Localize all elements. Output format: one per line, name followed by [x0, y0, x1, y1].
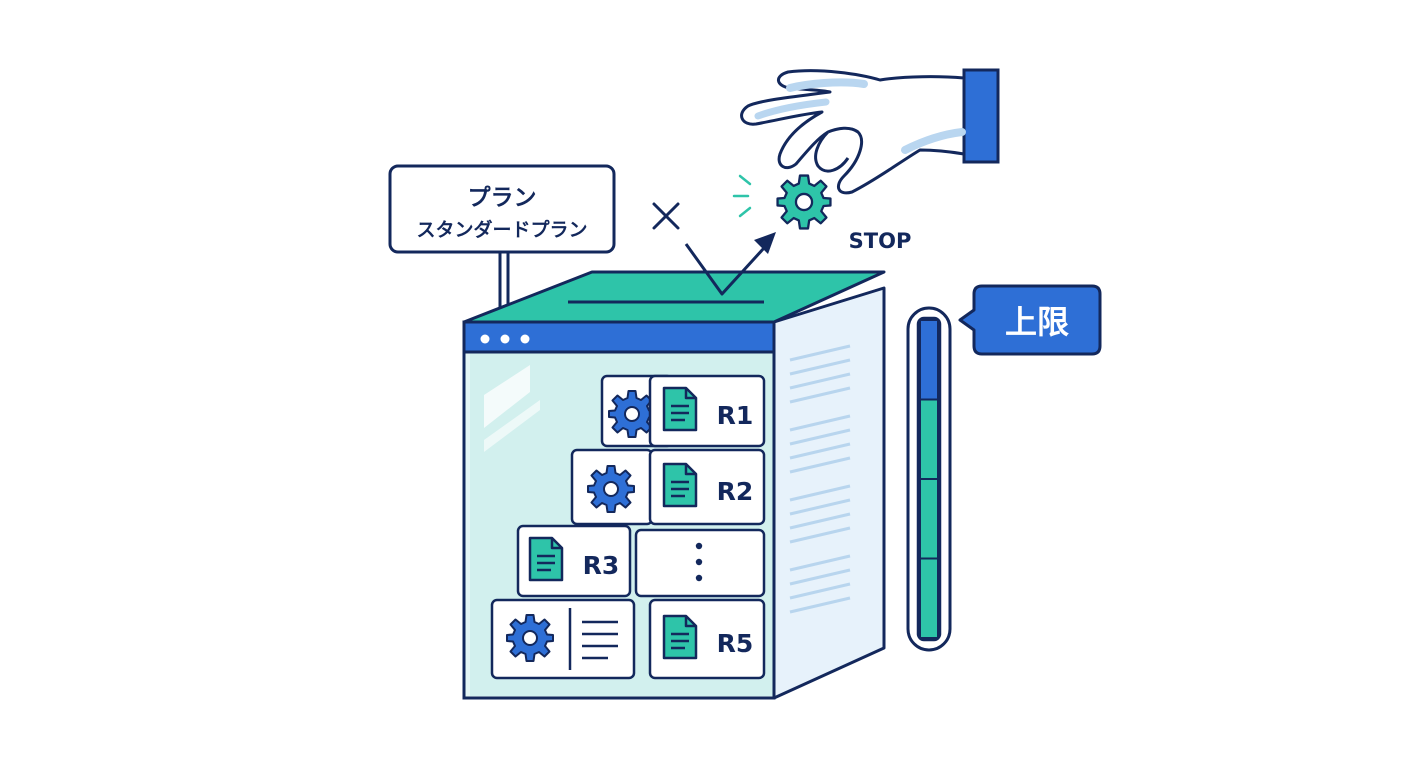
sign-board [388, 164, 616, 254]
arrow-icon [684, 232, 776, 296]
browser-dots-icon [480, 334, 530, 344]
gear-card-2 [570, 448, 654, 526]
stop-label: STOP [849, 229, 912, 253]
card-r5-label: R5 [717, 629, 754, 658]
sleeve-cuff [962, 68, 1000, 164]
gear-list-card [490, 598, 636, 680]
gauge-segment [919, 398, 939, 480]
card-r2-label: R2 [717, 477, 754, 506]
card-r3-label: R3 [583, 551, 620, 580]
document-icon [662, 462, 698, 508]
limit-label: 上限 [1005, 303, 1069, 341]
ellipsis-icon [695, 542, 703, 582]
motion-lines [732, 174, 752, 218]
gauge-segment [919, 319, 939, 401]
side-stripes [789, 344, 851, 614]
gear-icon [506, 614, 554, 662]
hand-icon [740, 68, 1000, 195]
card-r5: R5 [648, 598, 766, 680]
document-icon [662, 614, 698, 660]
plan-sign: プラン スタンダードプラン [388, 164, 616, 322]
glass-reflection [484, 365, 530, 428]
browser-titlebar [462, 320, 776, 354]
card-r1-label: R1 [717, 401, 754, 430]
card-r1: R1 [648, 374, 766, 448]
gauge-segment [919, 557, 939, 639]
plan-title: プラン [468, 185, 537, 211]
limit-gauge [906, 306, 952, 652]
card-ellipsis [634, 528, 766, 598]
gear-icon [608, 390, 656, 438]
thumb [814, 130, 850, 173]
gear-icon [776, 174, 832, 230]
document-icon [662, 386, 698, 432]
gauge-fill-frame [916, 316, 942, 642]
plan-name: スタンダードプラン [416, 218, 587, 241]
card-r3: R3 [516, 524, 632, 598]
limit-tag: 上限 [958, 284, 1102, 356]
gear-icon [587, 465, 635, 513]
card-r2: R2 [648, 448, 766, 526]
document-icon [528, 536, 564, 582]
x-mark-icon [652, 202, 680, 230]
gauge-segment [919, 478, 939, 560]
